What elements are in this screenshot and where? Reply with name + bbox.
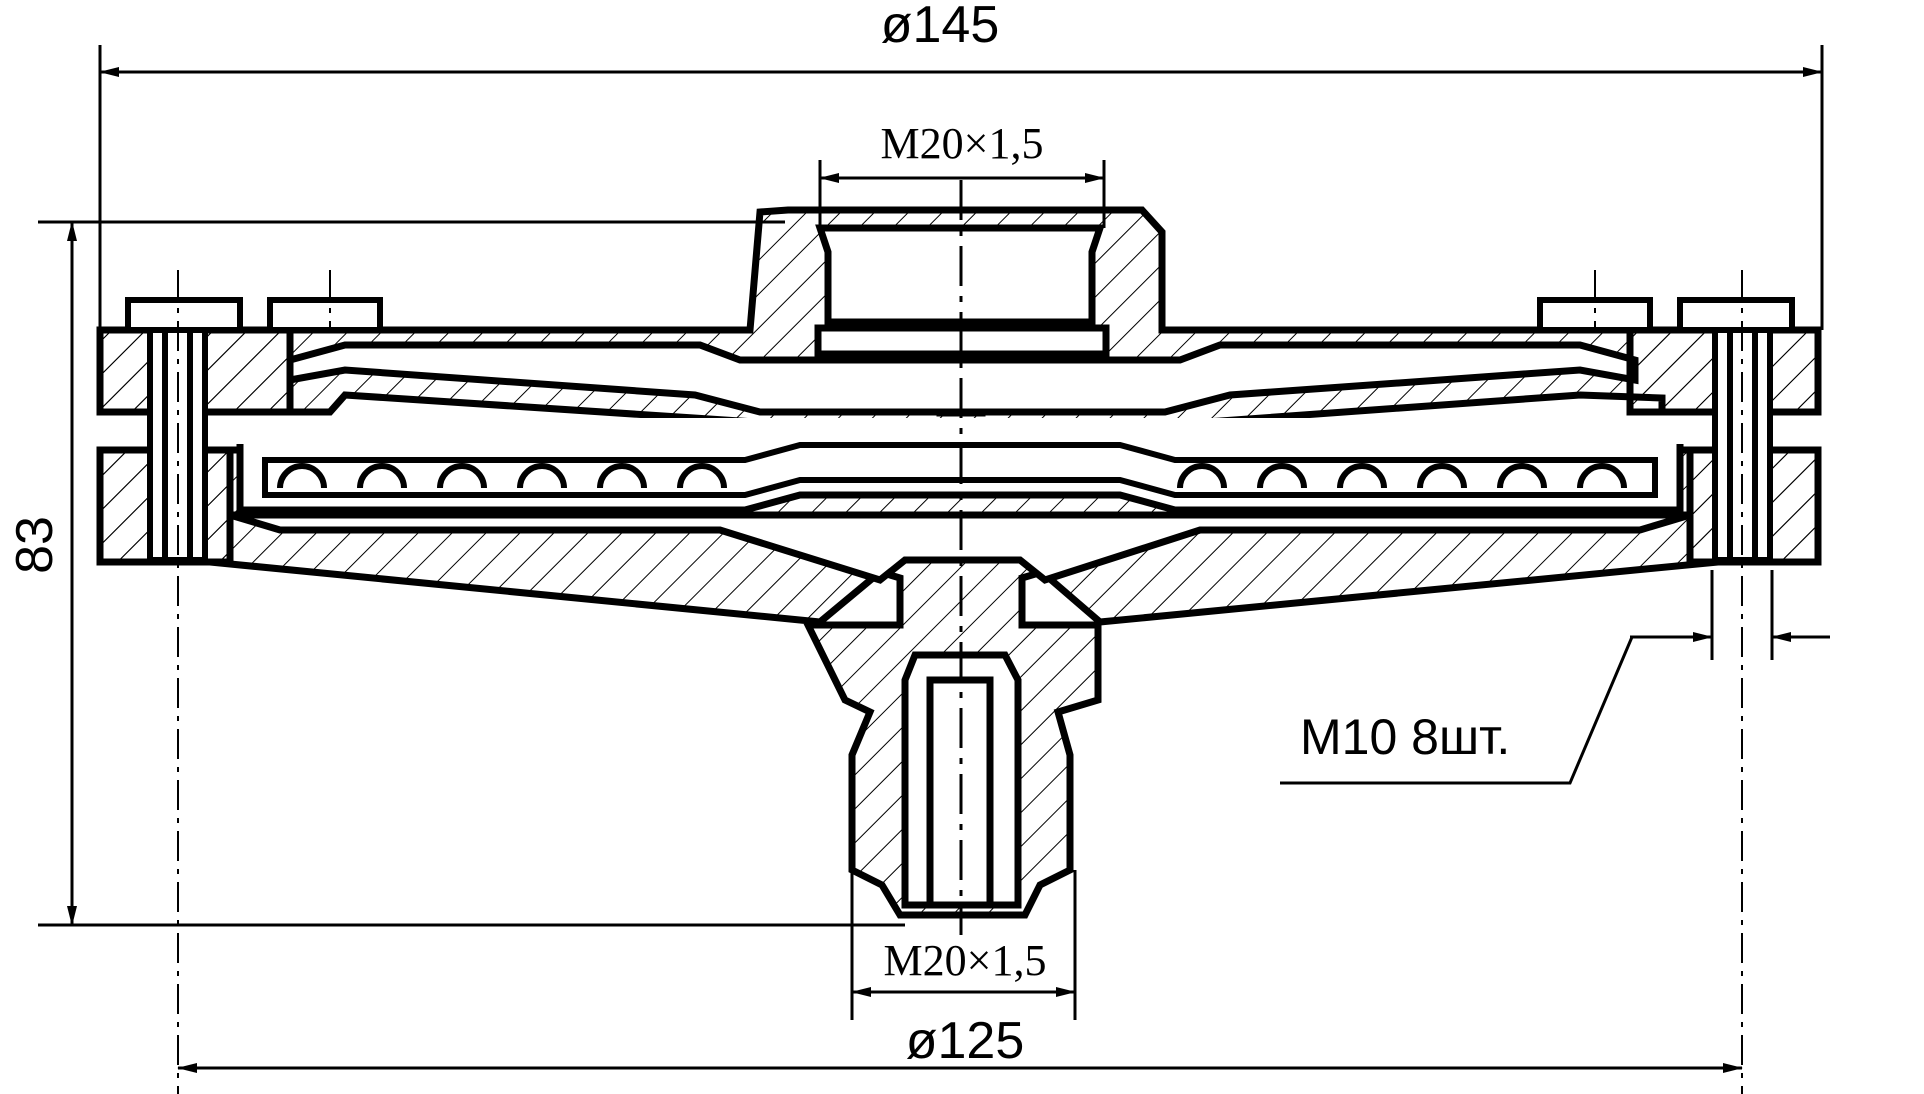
label-bolts: M10 8шт. <box>1300 709 1510 765</box>
bolt-leader-line <box>1280 636 1634 785</box>
bolts <box>125 297 1795 563</box>
label-bottom-thread: M20×1,5 <box>884 936 1047 985</box>
dimension-lines <box>38 45 1830 1073</box>
label-bolt-circle-diameter: ø125 <box>906 1012 1025 1070</box>
flange-split-gap <box>100 418 1818 444</box>
label-top-thread: M20×1,5 <box>881 119 1044 168</box>
balls-left <box>277 463 727 489</box>
label-height: 83 <box>6 516 64 574</box>
label-outer-diameter: ø145 <box>881 0 1000 54</box>
bolt-left <box>125 297 243 563</box>
bolt-left-2 <box>267 297 383 333</box>
bolt-axes <box>177 270 1743 1094</box>
balls-right <box>1177 463 1627 489</box>
